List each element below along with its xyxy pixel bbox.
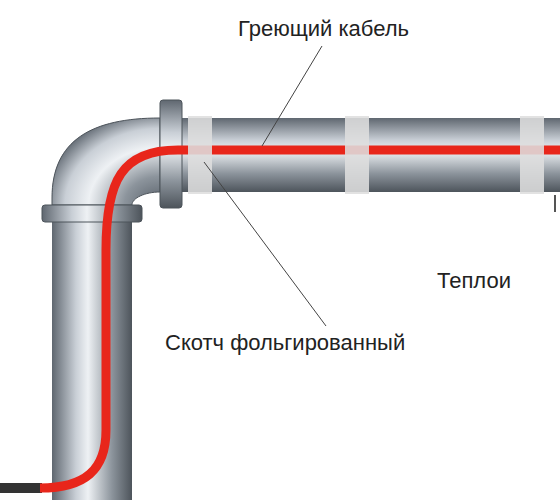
foil-tape (188, 116, 212, 194)
foil-tape (345, 116, 369, 194)
horizontal-pipe (182, 118, 560, 192)
cable-label: Греющий кабель (238, 16, 409, 42)
foil-tape (520, 116, 544, 194)
pipe-elbow (52, 118, 160, 205)
leader-line (262, 46, 322, 146)
heating-cable (40, 150, 560, 488)
power-lead (0, 483, 42, 493)
vertical-pipe (52, 222, 132, 500)
leader-line (204, 162, 326, 326)
insulation-edge (554, 195, 556, 212)
tape-label: Скотч фольгированный (165, 330, 405, 356)
pipe-flange (42, 205, 142, 222)
insulation-label: Теплои (437, 268, 511, 294)
